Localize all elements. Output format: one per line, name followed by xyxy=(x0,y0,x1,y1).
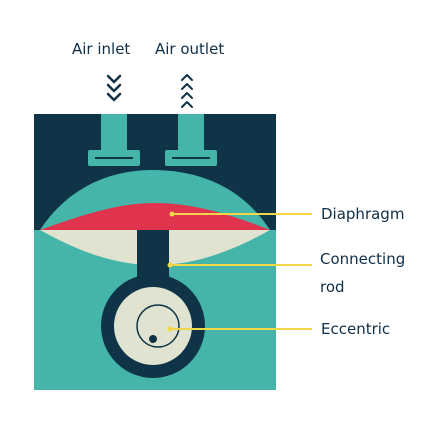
leader-lines xyxy=(167,211,312,332)
eccentric-wheel xyxy=(101,274,205,378)
inlet-port xyxy=(88,114,140,166)
eccentric-label: Eccentric xyxy=(321,320,391,338)
connecting-rod-label-line1: Connecting xyxy=(320,250,406,268)
outlet-port xyxy=(165,114,217,166)
chevron-up-icon xyxy=(181,74,193,108)
air-inlet-label: Air inlet xyxy=(72,40,131,58)
diaphragm-label: Diaphragm xyxy=(321,205,405,223)
diaphragm-membrane xyxy=(40,203,270,230)
connecting-rod-label-line2: rod xyxy=(320,278,345,296)
connecting-rod-leader-dot xyxy=(167,262,173,268)
air-outlet-label: Air outlet xyxy=(155,40,225,58)
eccentric-leader-dot xyxy=(167,326,173,332)
chevron-down-icon xyxy=(106,74,122,102)
diaphragm-leader-dot xyxy=(169,211,175,217)
